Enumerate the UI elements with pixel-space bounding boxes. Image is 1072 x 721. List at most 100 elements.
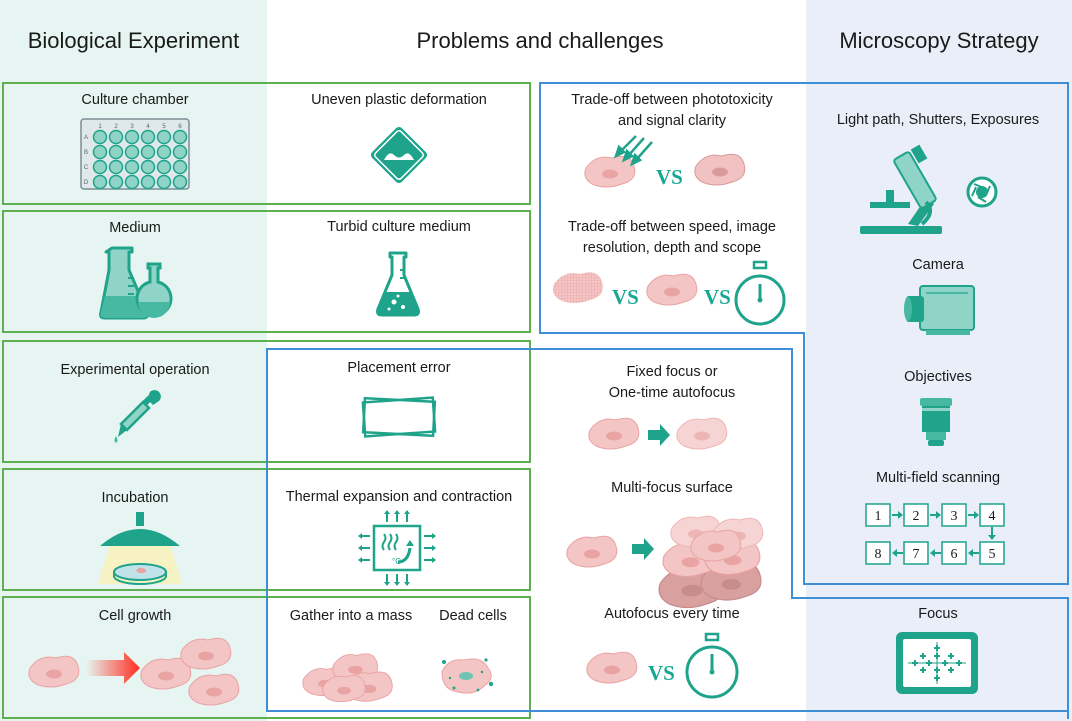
scan-arrowhead [892,549,897,557]
plate-column-label: 6 [178,124,182,130]
shutter-icon [966,176,998,208]
scan-field-box [903,541,929,565]
label-thermal-expansion: Thermal expansion and contraction [285,489,513,505]
plate-well [92,144,108,160]
scan-field-number: 2 [913,509,920,524]
scan-field-box [979,541,1005,565]
scan-arrowhead [968,549,973,557]
scan-arrowhead [930,549,935,557]
incubator-lamp-icon [98,512,182,585]
label-medium: Medium [109,220,161,236]
camera-icon [904,285,975,335]
label-multi-focus-surface: Multi-focus surface [611,480,733,496]
label-incubation: Incubation [101,490,169,506]
expansion-arrowhead [404,582,410,586]
plate-column-label: 1 [98,124,102,130]
deformation-sign-icon [370,126,428,184]
header-biological-experiment: Biological Experiment [27,28,240,53]
cell-growth-icon [28,637,240,706]
cell-shape [180,637,232,670]
cell-mass-icon [302,653,393,703]
scan-arrowhead [898,511,903,519]
plate-well [172,129,188,145]
plate-well [172,159,188,175]
thermal-expansion-icon: °C [358,510,436,586]
plate-well [108,174,124,190]
scan-field-box [903,503,929,527]
vs-text-1: VS [656,165,683,189]
plate-well [156,129,172,145]
expansion-arrowhead [404,510,410,514]
scan-field-number: 3 [951,509,958,524]
focus-point-mark [942,660,948,666]
stopwatch-icon [685,632,739,699]
plate-column-label: 2 [114,124,118,130]
objective-lens-icon [920,398,952,446]
scan-field-box [865,503,891,527]
focus-point-mark [934,667,940,673]
focus-point-mark [948,653,954,659]
expansion-arrowhead [394,510,400,514]
cell-shape [140,657,192,690]
label-experimental-operation: Experimental operation [60,362,210,378]
vs-text-2: VS [612,285,639,309]
expansion-arrowhead [432,545,436,551]
plate-well [156,159,172,175]
vs-text-4: VS [648,661,675,685]
plate-well [140,129,156,145]
scan-arrowhead [988,535,996,540]
row-box-medium [2,210,531,333]
scan-field-number: 5 [989,547,996,562]
strategy-column-background [806,0,1072,721]
focus-screen-icon [896,632,978,694]
plate-well [172,144,188,160]
microscope-icon [860,144,998,234]
plate-well [140,159,156,175]
dead-cell-icon [441,658,494,694]
expansion-arrowhead [358,545,362,551]
scan-field-box [979,503,1005,527]
expansion-arrowhead [394,582,400,586]
header-microscopy-strategy: Microscopy Strategy [839,28,1039,53]
scan-field-number: 6 [951,547,958,562]
cell-shape [690,529,742,562]
plate-well [108,144,124,160]
phototoxicity-vs-clarity-icon: VS [584,135,746,189]
plate-well [124,174,140,190]
label-culture-chamber: Culture chamber [81,92,189,108]
dim-cell-shape [694,153,746,186]
scan-field-number: 8 [875,547,882,562]
plate-well [124,129,140,145]
svg-text:°C: °C [392,557,401,566]
expansion-arrowhead [358,557,362,563]
scan-field-number: 4 [989,509,996,524]
focus-point-mark [926,660,932,666]
focus-point-mark [956,660,962,666]
label-dead-cells: Dead cells [439,608,507,624]
plate-column-label: 3 [130,124,134,130]
multi-focus-surface-icon [566,515,764,609]
turbid-flask-icon [376,251,420,317]
expansion-arrowhead [384,510,390,514]
pipette-icon [114,390,161,443]
label-focus: Focus [918,606,958,622]
label-cell-growth: Cell growth [98,608,172,624]
label-objectives: Objectives [904,369,972,385]
plate-well [124,159,140,175]
plate-row-label: D [84,180,89,186]
label-multi-field-scanning: Multi-field scanning [875,470,1001,486]
label-autofocus-every-time: Autofocus every time [604,606,740,622]
plate-well [156,174,172,190]
scan-arrowhead [974,511,979,519]
stopwatch-icon [734,260,786,326]
plate-well [172,174,188,190]
speed-resolution-tradeoff-icon: VS VS [552,260,786,326]
expansion-arrowhead [358,533,362,539]
scan-arrowhead [936,511,941,519]
plate-well [156,144,172,160]
cell-shape [188,673,240,706]
plate-well [92,129,108,145]
label-gather-into-mass: Gather into a mass [289,608,413,624]
